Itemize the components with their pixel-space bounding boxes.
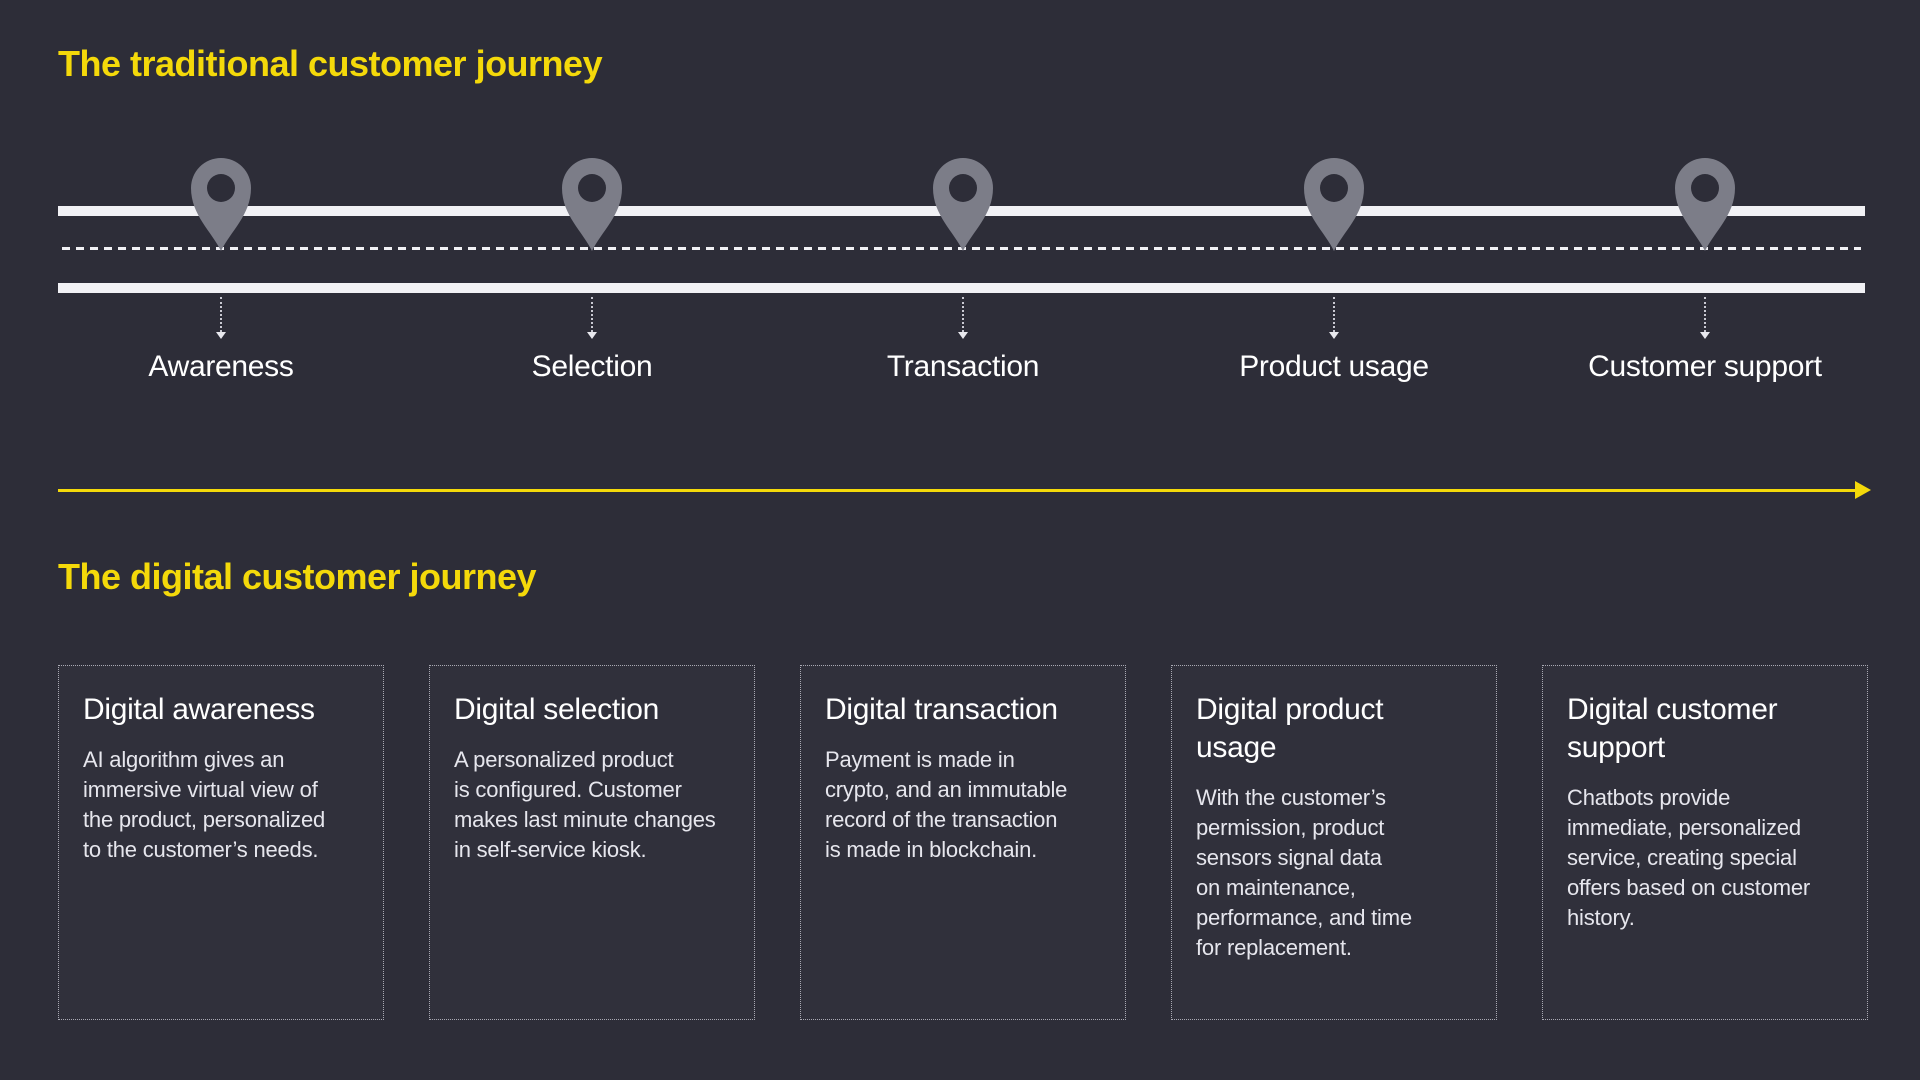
card-digital-selection: Digital selection A personalized product…	[429, 665, 755, 1020]
arrow-down-icon	[216, 332, 226, 339]
flow-arrow	[58, 481, 1871, 500]
arrow-down-icon	[958, 332, 968, 339]
connector-dotted-line	[591, 297, 593, 332]
card-heading: Digital awareness	[83, 693, 315, 726]
arrow-down-icon	[1700, 332, 1710, 339]
card-digital-customer-support: Digital customer support Chatbots provid…	[1542, 665, 1868, 1020]
map-pin-icon	[933, 158, 993, 251]
stage-label-product-usage: Product usage	[1239, 350, 1429, 383]
traditional-journey-title: The traditional customer journey	[58, 43, 603, 84]
road-bottom-line	[58, 283, 1865, 293]
map-pin-icon	[1675, 158, 1735, 251]
connector-dotted-line	[1333, 297, 1335, 332]
arrow-right-icon	[1855, 481, 1871, 499]
card-digital-awareness: Digital awareness AI algorithm gives an …	[58, 665, 384, 1020]
card-heading: Digital product usage	[1196, 693, 1384, 764]
card-heading: Digital selection	[454, 693, 660, 726]
card-body: A personalized product is configured. Cu…	[454, 747, 716, 862]
card-digital-product-usage: Digital product usage With the customer’…	[1171, 665, 1497, 1020]
map-pin-icon	[191, 158, 251, 251]
stage-label-transaction: Transaction	[886, 350, 1040, 383]
card-body: AI algorithm gives an immersive virtual …	[83, 747, 326, 862]
stage-label-awareness: Awareness	[148, 350, 294, 383]
map-pin-icon	[562, 158, 622, 251]
map-pin-icon	[1304, 158, 1364, 251]
stage-label-customer-support: Customer support	[1588, 350, 1822, 383]
flow-arrow-line	[58, 489, 1855, 492]
connector-dotted-line	[962, 297, 964, 332]
connector-dotted-line	[1704, 297, 1706, 332]
card-body: With the customer’s permission, product …	[1196, 785, 1412, 960]
road-center-dashed-line	[62, 247, 1861, 250]
arrow-down-icon	[1329, 332, 1339, 339]
card-heading: Digital transaction	[825, 693, 1058, 726]
card-heading: Digital customer support	[1567, 693, 1778, 764]
connector-dotted-line	[220, 297, 222, 332]
card-body: Payment is made in crypto, and an immuta…	[825, 747, 1068, 862]
card-body: Chatbots provide immediate, personalized…	[1567, 785, 1811, 930]
stage-label-selection: Selection	[531, 350, 653, 383]
card-digital-transaction: Digital transaction Payment is made in c…	[800, 665, 1126, 1020]
arrow-down-icon	[587, 332, 597, 339]
digital-journey-title: The digital customer journey	[58, 556, 537, 597]
